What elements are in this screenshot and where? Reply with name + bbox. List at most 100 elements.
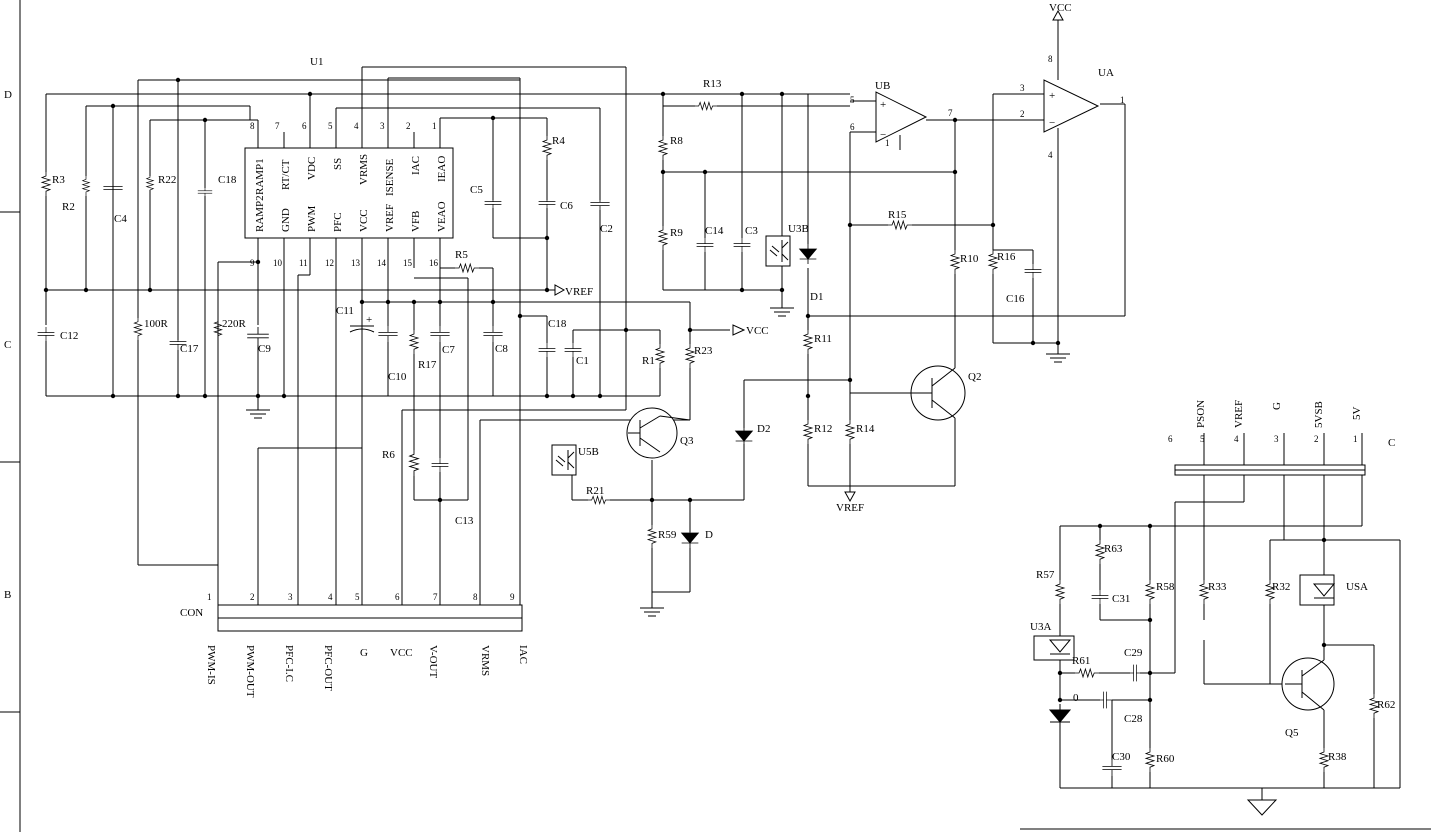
- u1-pin-16: 16: [429, 258, 439, 268]
- r12-resistor: [803, 420, 813, 444]
- vref-arrow-left: [554, 284, 566, 296]
- c10-capacitor: [377, 326, 399, 342]
- c5-capacitor: [484, 196, 502, 210]
- r11-label: R11: [814, 333, 832, 345]
- u1-name-ramp2-top: RAMP2: [254, 195, 266, 232]
- conn-c-pin-3: 3: [1274, 434, 1279, 444]
- conn-c-signal-5v: 5V: [1351, 407, 1363, 421]
- connector-c-signals: PSON VREF G 5VSB 5V: [1195, 400, 1363, 428]
- ground-standby: [1246, 799, 1278, 816]
- r3-resistor: [41, 172, 51, 196]
- r9-label: R9: [670, 227, 683, 239]
- r15-label: R15: [888, 209, 907, 221]
- u1-bottom-pin-names: GND PWM PFC VCC VREF VFB VEAO: [280, 201, 448, 232]
- con-signal-iac: IAC: [517, 645, 529, 664]
- r33-resistor: [1199, 580, 1209, 604]
- c2-label: C2: [600, 223, 613, 235]
- ub-minus: −: [880, 129, 886, 141]
- c28-capacitor: [1098, 691, 1112, 709]
- conn-c-signal-pson: PSON: [1195, 400, 1207, 428]
- r32-label: R32: [1272, 581, 1290, 593]
- u3b-label: U3B: [788, 223, 809, 235]
- zone-label-c: C: [4, 339, 11, 351]
- c12-capacitor: [37, 327, 55, 341]
- u1-name-ramp1: RAMP1: [254, 158, 266, 195]
- u1-name-gnd: GND: [280, 208, 292, 232]
- u1-bottom-pins: 9 10 11 12 13 14 15 16: [250, 258, 439, 268]
- zone-label-d: D: [4, 89, 12, 101]
- r61-label: R61: [1072, 655, 1090, 667]
- r22-resistor: [146, 174, 154, 194]
- con-pin-2: 2: [250, 592, 255, 602]
- u1-top-pins: 8 7 6 5 4 3 2 1: [250, 121, 437, 131]
- vref-label-left: VREF: [565, 286, 593, 298]
- ua-pin-1: 1: [1120, 95, 1125, 105]
- r21-resistor: [588, 495, 610, 505]
- q2-label: Q2: [968, 371, 981, 383]
- ub-plus: +: [880, 99, 886, 111]
- r14-label: R14: [856, 423, 875, 435]
- ground-left: [246, 406, 270, 419]
- r33-label: R33: [1208, 581, 1227, 593]
- con-signal-vrms: VRMS: [479, 645, 491, 676]
- c13-capacitor: [431, 458, 449, 472]
- con-signal-pfc-out: PFC-OUT: [322, 645, 334, 691]
- ua-minus: −: [1049, 117, 1055, 129]
- conn-c-signal-5vsb: 5VSB: [1313, 401, 1325, 428]
- r17-label: R17: [418, 359, 437, 371]
- r100-label: 100R: [144, 318, 169, 330]
- u1-name-ss: SS: [332, 158, 344, 170]
- u5b-optocoupler: [551, 444, 577, 476]
- q5-transistor: [1281, 657, 1335, 711]
- con-signal-v-out: V-OUT: [427, 645, 439, 678]
- r6-label: R6: [382, 449, 395, 461]
- u1-pin-2: 2: [406, 121, 411, 131]
- d-zener: [681, 528, 699, 548]
- con-signal-names: PWM-IS PWM-OUT PFC-I.C PFC-OUT G VCC V-O…: [205, 645, 529, 698]
- c11-label: C11: [336, 305, 354, 317]
- u1-name-vref: VREF: [384, 204, 396, 232]
- left-components: R3 R2 C4 R22 C18 C12 100R C17 220R C9 + …: [37, 135, 769, 527]
- c4-label: C4: [114, 213, 127, 225]
- r17-resistor: [409, 330, 419, 354]
- u1-name-ieao: IEAO: [436, 156, 448, 182]
- r10-label: R10: [960, 253, 979, 265]
- u1-top-pin-names: RAMP2 RAMP1 RT/CT VDC SS VRMS ISENSE IAC…: [254, 154, 448, 232]
- d1-label: D1: [810, 291, 823, 303]
- con-pin-9: 9: [510, 592, 515, 602]
- conn-c-pin-2: 2: [1314, 434, 1319, 444]
- c2-capacitor: [589, 196, 611, 212]
- r3-label: R3: [52, 174, 65, 186]
- u1-name-iac: IAC: [410, 156, 422, 175]
- con-pin-1: 1: [207, 592, 212, 602]
- con-signal-pfc-ic: PFC-I.C: [283, 645, 295, 682]
- vref-label-bottom: VREF: [836, 502, 864, 514]
- r220-resistor: [213, 318, 223, 340]
- u3a-led: [1048, 639, 1072, 653]
- c5-label: C5: [470, 184, 483, 196]
- r16-label: R16: [997, 251, 1016, 263]
- r60-resistor: [1145, 748, 1155, 772]
- c16-label: C16: [1006, 293, 1025, 305]
- u1-pin-15: 15: [403, 258, 413, 268]
- q3-section: Q3 U5B R21 R59 D D2: [551, 379, 850, 617]
- c13-label: C13: [455, 515, 474, 527]
- r60-label: R60: [1156, 753, 1175, 765]
- r6-resistor: [409, 450, 419, 476]
- c9-label: C9: [258, 343, 271, 355]
- d1-diode: [799, 244, 817, 264]
- r100-resistor: [133, 318, 143, 340]
- u1-pin-5: 5: [328, 121, 333, 131]
- u1-name-isense: ISENSE: [384, 158, 396, 196]
- r38-resistor: [1319, 748, 1329, 772]
- r5-label: R5: [455, 249, 468, 261]
- r15-resistor: [888, 220, 912, 230]
- c18-left-label: C18: [218, 174, 237, 186]
- standby-dots: [1057, 523, 1327, 703]
- u1-name-vfb: VFB: [410, 211, 422, 232]
- ua-ref: UA: [1098, 67, 1114, 79]
- d-label: D: [705, 529, 713, 541]
- r16-resistor: [988, 250, 998, 274]
